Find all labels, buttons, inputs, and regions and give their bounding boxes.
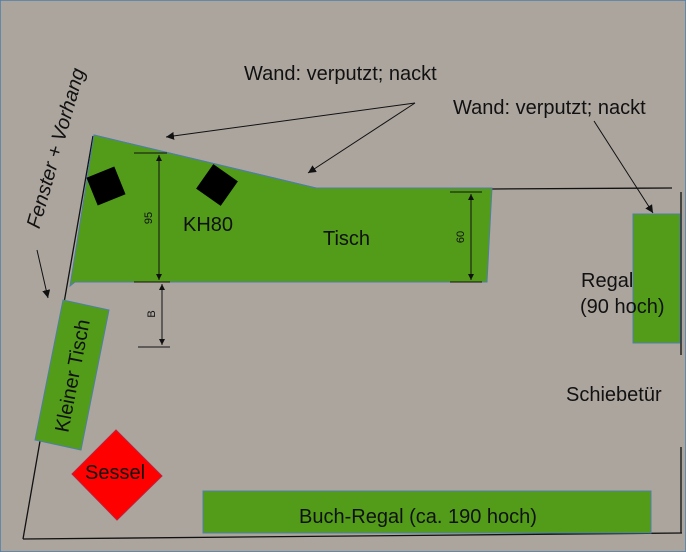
wall-top-arrow-1	[165, 102, 416, 140]
desk-label: Tisch	[323, 228, 370, 250]
wall-right-label: Wand: verputzt; nackt	[453, 97, 646, 119]
armchair-label: Sessel	[85, 462, 145, 484]
window-arrow	[36, 249, 51, 299]
shelf-small-label-line1: Regal	[581, 270, 633, 292]
wall-top-label: Wand: verputzt; nackt	[244, 63, 437, 85]
bookshelf-label: Buch-Regal (ca. 190 hoch)	[299, 506, 537, 528]
wall-top-arrow-2	[307, 102, 416, 174]
wall-right-arrow	[593, 120, 654, 214]
small-table	[34, 299, 110, 451]
wall-bottom	[22, 532, 683, 540]
dim-60-label: 60	[455, 231, 467, 243]
armchair	[71, 429, 163, 521]
desk-top-edge	[93, 134, 317, 189]
sliding-door-label: Schiebetür	[566, 384, 662, 406]
wall-top-right	[491, 187, 673, 190]
speaker-left-icon	[86, 166, 126, 206]
shelf-small-label-line2: (90 hoch)	[580, 296, 665, 318]
dim-b-label: B	[146, 310, 158, 317]
dim-95-label: 95	[143, 212, 155, 224]
shelf-small	[632, 213, 681, 344]
bookshelf	[202, 490, 652, 534]
speaker-model-label: KH80	[183, 214, 233, 236]
speaker-right-icon	[196, 164, 238, 206]
